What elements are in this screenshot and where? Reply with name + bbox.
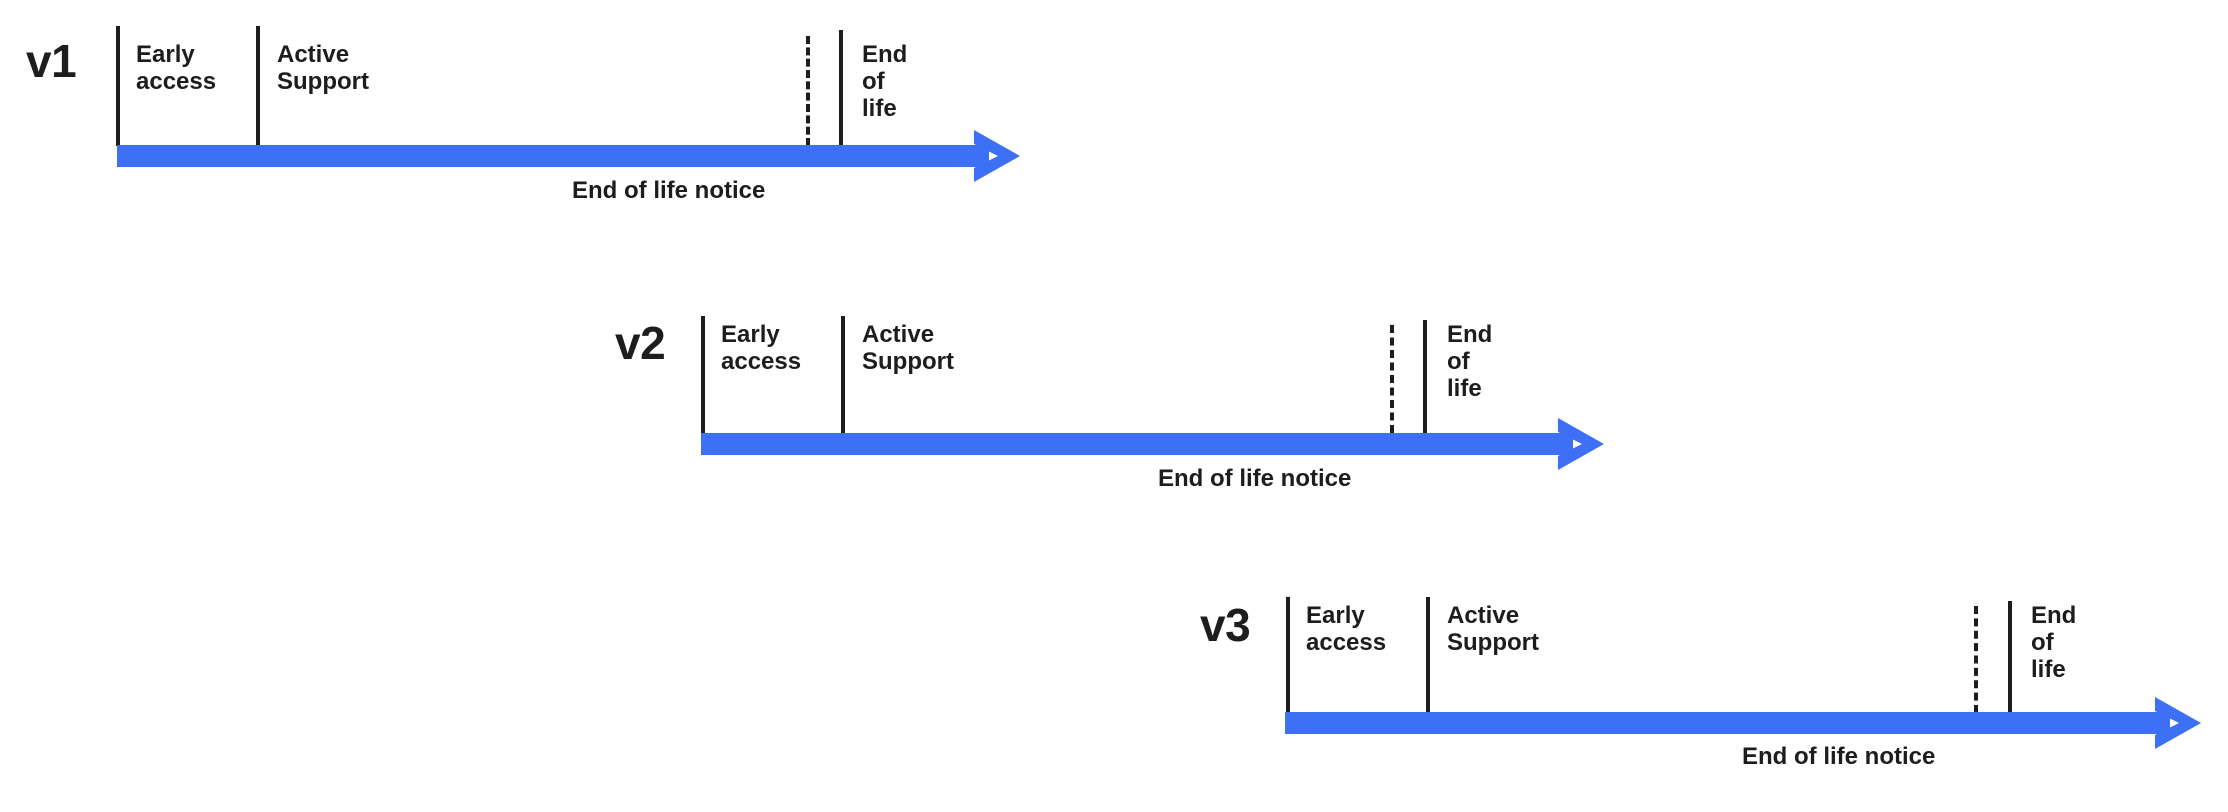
divider-tick-v1-active-support-start <box>256 26 260 146</box>
phase-label-v1-early-access: Early access <box>136 41 217 95</box>
arrow-head-icon-v2 <box>1558 418 1604 470</box>
divider-tick-v2-active-support-start <box>841 316 845 434</box>
timeline-bar-v1 <box>117 145 989 167</box>
phase-label-v2-end-of-life: End of life <box>1447 321 1493 402</box>
phase-label-v3-early-access: Early access <box>1306 602 1387 656</box>
notice-label-v2: End of life notice <box>1158 465 1352 492</box>
phase-label-v1-active-support: Active Support <box>277 41 369 95</box>
divider-tick-v1-end-of-life-start <box>839 30 843 146</box>
notice-label-v1: End of life notice <box>572 177 766 204</box>
divider-dashed-v2-end-of-life-notice <box>1390 325 1394 433</box>
timeline-bar-v2 <box>701 433 1573 455</box>
divider-tick-v1-early-access-start <box>116 26 120 146</box>
version-label-v2: v2 <box>615 317 666 369</box>
divider-tick-v2-early-access-start <box>701 316 705 434</box>
divider-tick-v3-active-support-start <box>1426 597 1430 714</box>
version-label-v3: v3 <box>1200 599 1251 651</box>
phase-label-v2-active-support: Active Support <box>862 321 954 375</box>
divider-tick-v3-early-access-start <box>1286 597 1290 714</box>
timeline-bar-v3 <box>1285 712 2170 734</box>
divider-dashed-v3-end-of-life-notice <box>1974 606 1978 713</box>
divider-dashed-v1-end-of-life-notice <box>806 36 810 146</box>
divider-tick-v3-end-of-life-start <box>2008 601 2012 713</box>
arrow-head-icon-v3 <box>2155 697 2201 749</box>
arrow-head-icon-v1 <box>974 130 1020 182</box>
divider-tick-v2-end-of-life-start <box>1423 320 1427 434</box>
notice-label-v3: End of life notice <box>1742 743 1936 770</box>
phase-label-v3-active-support: Active Support <box>1447 602 1539 656</box>
phase-label-v2-early-access: Early access <box>721 321 802 375</box>
phase-label-v1-end-of-life: End of life <box>862 41 908 122</box>
version-label-v1: v1 <box>26 35 77 87</box>
phase-label-v3-end-of-life: End of life <box>2031 602 2077 683</box>
